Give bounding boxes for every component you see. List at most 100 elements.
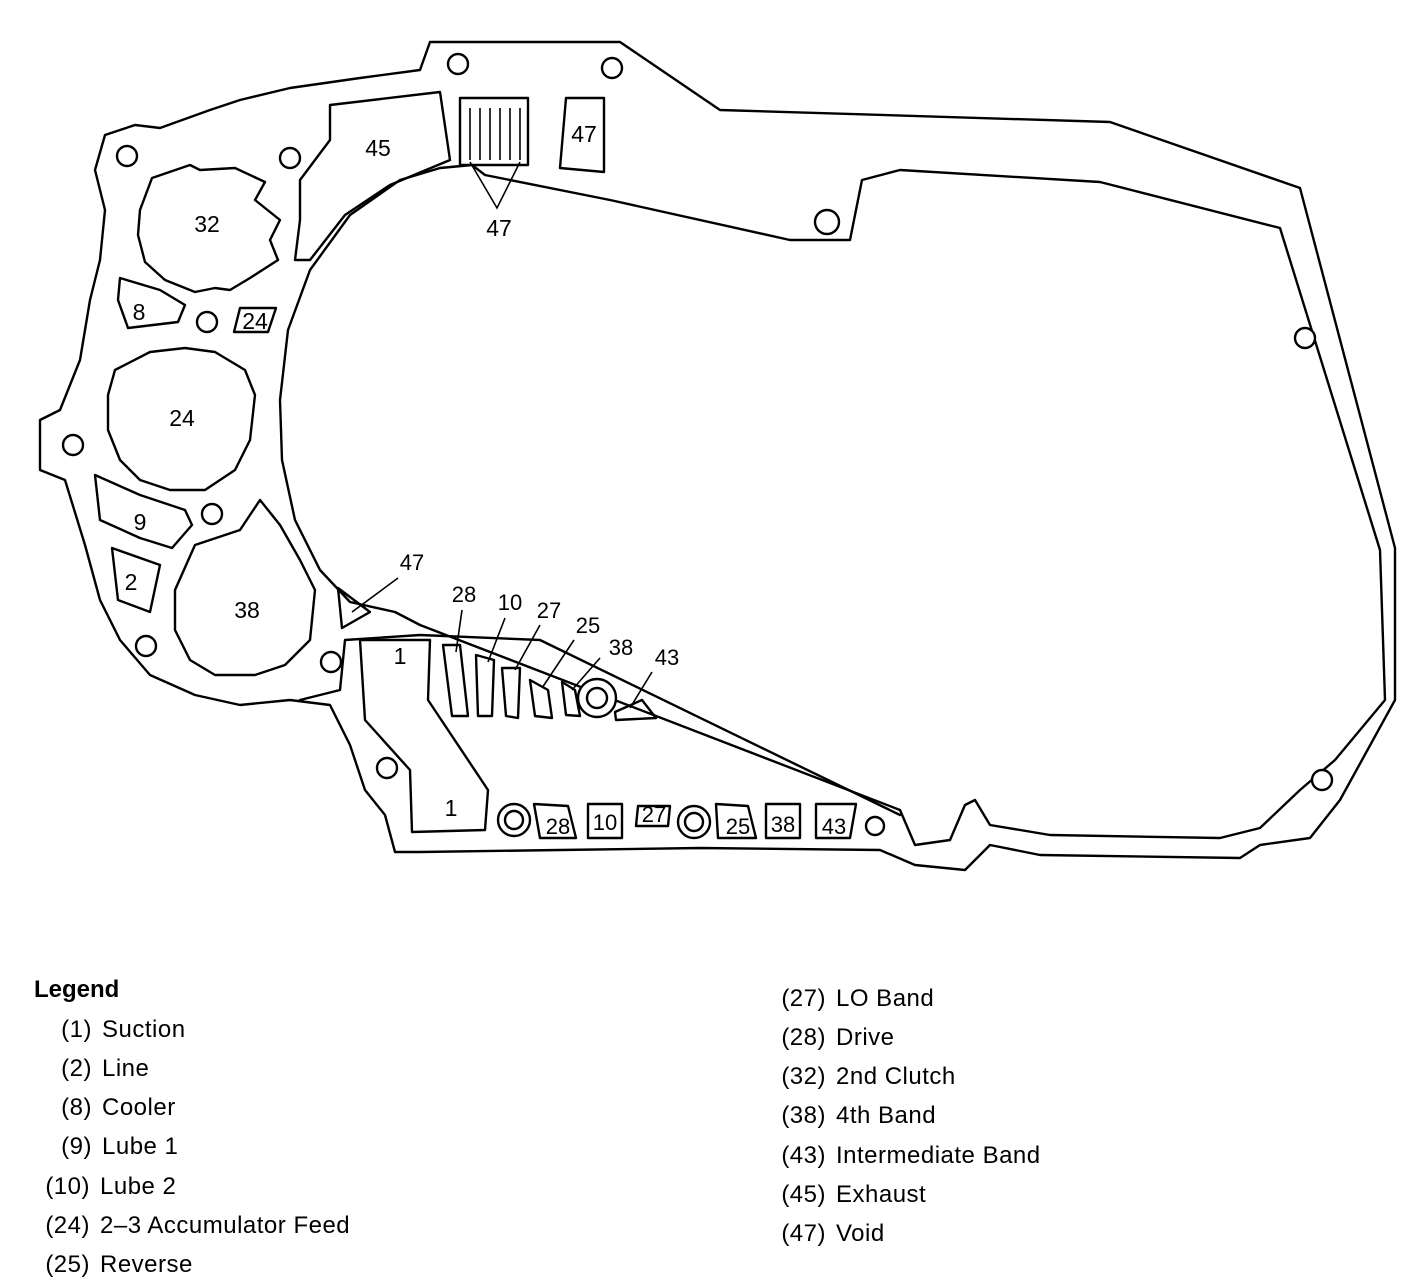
legend-item-number: (9) bbox=[61, 1133, 92, 1160]
bolt-hole bbox=[600, 56, 624, 80]
legend-item-number: (2) bbox=[61, 1055, 92, 1082]
port-38-label: 38 bbox=[234, 597, 260, 623]
slot-25 bbox=[528, 678, 554, 720]
legend-item-label: Suction bbox=[102, 1016, 186, 1043]
legend-item-label: 2–3 Accumulator Feed bbox=[100, 1212, 351, 1239]
callout-25-leader bbox=[541, 639, 575, 689]
bolt-holes bbox=[61, 52, 1334, 840]
box-27-label: 27 bbox=[642, 802, 666, 827]
bolt-hole bbox=[813, 208, 841, 236]
legend-item: (10)Lube 2 bbox=[28, 1173, 176, 1201]
legend-item: (47) Void bbox=[764, 1220, 885, 1248]
legend-item-label: Line bbox=[102, 1055, 150, 1082]
legend-item: (38)4th Band bbox=[764, 1102, 936, 1130]
legend-item-number: (43) bbox=[781, 1142, 826, 1169]
legend-item-label: 2nd Clutch bbox=[836, 1063, 956, 1090]
box-27 bbox=[634, 804, 672, 828]
legend-item-number: (32) bbox=[781, 1063, 826, 1090]
void-box-47-outline bbox=[558, 96, 606, 174]
ring-port-inner bbox=[585, 686, 609, 710]
legend-item-number: (45) bbox=[781, 1181, 826, 1208]
legend-item-label: Void bbox=[836, 1220, 885, 1247]
callout-47-left-label: 47 bbox=[400, 550, 424, 575]
ring-port-inner bbox=[503, 809, 525, 831]
callout-28-label: 28 bbox=[452, 582, 476, 607]
legend-item-number: (1) bbox=[61, 1016, 92, 1043]
gasket-left-inner-outline bbox=[298, 633, 902, 817]
legend-item: (9) Lube 1 bbox=[30, 1133, 178, 1161]
passage-45-outline bbox=[293, 90, 452, 262]
box-10-label: 10 bbox=[593, 810, 617, 835]
ring-port-inner bbox=[683, 811, 705, 833]
bottom-port-boxes: 28 10 27 25 38 43 bbox=[532, 802, 858, 840]
legend-item-number: (10) bbox=[45, 1173, 90, 1200]
legend-item: (32) 2nd Clutch bbox=[764, 1063, 956, 1091]
callout-43-label: 43 bbox=[655, 645, 679, 670]
legend-item: (43) Intermediate Band bbox=[764, 1142, 1041, 1170]
gasket-inner-outline bbox=[278, 163, 1387, 847]
callout-25-label: 25 bbox=[576, 613, 600, 638]
box-28 bbox=[532, 802, 578, 840]
box-10 bbox=[586, 802, 624, 840]
callout-28-leader bbox=[455, 609, 463, 653]
legend-item: (45) Exhaust bbox=[764, 1181, 926, 1209]
gasket-diagram: 32 24 38 45 8 24 9 2 1 1 47 47 bbox=[38, 40, 1397, 872]
box-43-label: 43 bbox=[822, 814, 846, 839]
legend-item: (27)LO Band bbox=[764, 985, 934, 1013]
passage-8-label: 8 bbox=[133, 299, 146, 325]
legend-item-number: (38) bbox=[781, 1102, 826, 1129]
bolt-hole bbox=[319, 650, 343, 674]
bolt-hole bbox=[864, 815, 886, 837]
passages: 45 8 24 9 2 1 1 bbox=[93, 90, 490, 834]
legend-item-label: Reverse bbox=[100, 1251, 193, 1278]
legend-item-number: (28) bbox=[781, 1024, 826, 1051]
callout-38-leader bbox=[571, 657, 601, 691]
passage-45-label: 45 bbox=[365, 135, 391, 161]
port-32-label: 32 bbox=[194, 211, 220, 237]
box-38-label: 38 bbox=[771, 812, 795, 837]
comb-fingers bbox=[469, 108, 521, 160]
box-43 bbox=[814, 802, 858, 840]
legend-item-label: Intermediate Band bbox=[836, 1142, 1041, 1169]
passage-1-label-a: 1 bbox=[394, 643, 407, 669]
passage-1-outline bbox=[358, 638, 490, 834]
legend-item-label: Lube 1 bbox=[102, 1133, 179, 1160]
bolt-hole bbox=[446, 52, 470, 76]
passage-2-label: 2 bbox=[125, 569, 138, 595]
legend-item-number: (8) bbox=[61, 1094, 92, 1121]
legend-title: Legend bbox=[34, 976, 120, 1003]
legend-item-number: (47) bbox=[781, 1220, 826, 1247]
callout-47-top-label: 47 bbox=[486, 215, 512, 241]
callout-43-leader bbox=[629, 671, 653, 709]
comb-void-outline bbox=[458, 96, 530, 167]
port-24-label: 24 bbox=[169, 405, 195, 431]
legend-item-label: Exhaust bbox=[836, 1181, 927, 1208]
bolt-hole bbox=[61, 433, 85, 457]
passage-24-small-outline bbox=[232, 306, 278, 334]
legend-item: (28) Drive bbox=[764, 1024, 895, 1052]
bolt-hole bbox=[1293, 326, 1317, 350]
passage-9-label: 9 bbox=[134, 509, 147, 535]
gasket-outer-outline bbox=[38, 40, 1397, 872]
bolt-hole bbox=[1310, 768, 1334, 792]
callout-27-label: 27 bbox=[537, 598, 561, 623]
legend-item-label: Drive bbox=[836, 1024, 895, 1051]
top-voids: 47 47 bbox=[458, 96, 606, 241]
bolt-hole bbox=[278, 146, 302, 170]
legend-item-label: Cooler bbox=[102, 1094, 176, 1121]
legend-item: (25)Reverse bbox=[28, 1251, 193, 1279]
bolt-hole bbox=[200, 502, 224, 526]
slot-38 bbox=[560, 680, 582, 718]
box-25 bbox=[714, 802, 758, 840]
passage-1-label-b: 1 bbox=[445, 795, 458, 821]
large-ports: 32 24 38 bbox=[106, 163, 317, 677]
bolt-hole bbox=[195, 310, 219, 334]
slot-10 bbox=[474, 653, 496, 718]
legend-item-number: (24) bbox=[45, 1212, 90, 1239]
bolt-hole bbox=[115, 144, 139, 168]
port-32-outline bbox=[136, 163, 282, 294]
passage-2-outline bbox=[110, 546, 162, 614]
passage-8-outline bbox=[116, 276, 187, 330]
port-38-outline bbox=[173, 498, 317, 677]
legend-item-label: LO Band bbox=[836, 985, 935, 1012]
